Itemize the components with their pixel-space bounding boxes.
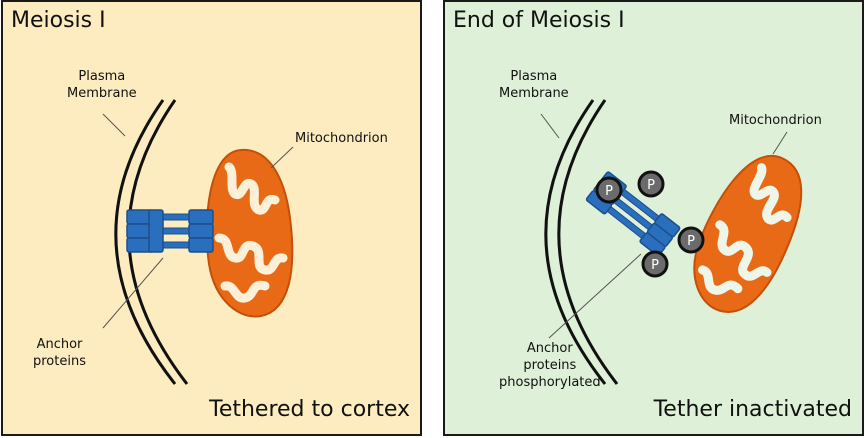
panel-title: End of Meiosis I — [453, 8, 625, 33]
right-diagram: P P P P — [540, 99, 803, 385]
membrane-label: Plasma Membrane — [499, 68, 569, 102]
anchor-label-line-1: Anchor — [36, 337, 83, 352]
panel-title: Meiosis I — [11, 8, 106, 33]
anchor-label: Anchor proteins — [33, 336, 86, 370]
anchor-proteins — [585, 171, 681, 257]
phosphate-label: P — [651, 258, 659, 273]
membrane-label-line-1: Plasma — [510, 69, 558, 84]
phosphate-1: P — [595, 176, 623, 204]
plasma-membrane-inner — [557, 99, 619, 385]
anchor-label-line-1: Anchor — [526, 341, 573, 356]
panel-end-of-meiosis-i: P P P P End of Meiosis I Plasma Membrane… — [443, 0, 864, 436]
anchor-label: Anchor proteins phosphorylated — [499, 340, 601, 391]
mito-leader — [772, 131, 788, 155]
mito-leader — [270, 146, 294, 169]
phosphate-2: P — [637, 170, 665, 198]
panel-meiosis-i: Meiosis I Plasma Membrane Mitochondrion … — [1, 0, 422, 436]
phosphate-4: P — [641, 250, 669, 278]
mitochondrion-label: Mitochondrion — [295, 131, 388, 146]
left-diagram — [102, 99, 294, 385]
anchor-label-line-3: phosphorylated — [499, 375, 601, 390]
plasma-membrane-outer — [544, 99, 607, 385]
phosphate-label: P — [647, 178, 655, 193]
mitochondrion — [693, 155, 803, 313]
mitochondrion — [205, 148, 294, 318]
anchor-label-line-2: proteins — [33, 354, 86, 369]
anchor-leader — [548, 253, 642, 339]
phosphate-label: P — [605, 184, 613, 199]
membrane-label: Plasma Membrane — [67, 68, 137, 102]
membrane-leader — [102, 113, 126, 137]
membrane-label-line-2: Membrane — [67, 86, 137, 101]
anchor-leader — [102, 257, 164, 329]
membrane-leader — [540, 113, 560, 139]
phosphate-3: P — [677, 226, 705, 254]
membrane-label-line-1: Plasma — [78, 69, 126, 84]
plasma-membrane-outer — [114, 99, 177, 385]
anchor-proteins — [126, 209, 214, 253]
mitochondrion-label: Mitochondrion — [729, 113, 822, 128]
phosphate-label: P — [687, 234, 695, 249]
panel-caption: Tether inactivated — [653, 397, 852, 422]
anchor-label-line-2: proteins — [523, 358, 577, 373]
panel-caption: Tethered to cortex — [209, 397, 410, 422]
membrane-label-line-2: Membrane — [499, 86, 569, 101]
